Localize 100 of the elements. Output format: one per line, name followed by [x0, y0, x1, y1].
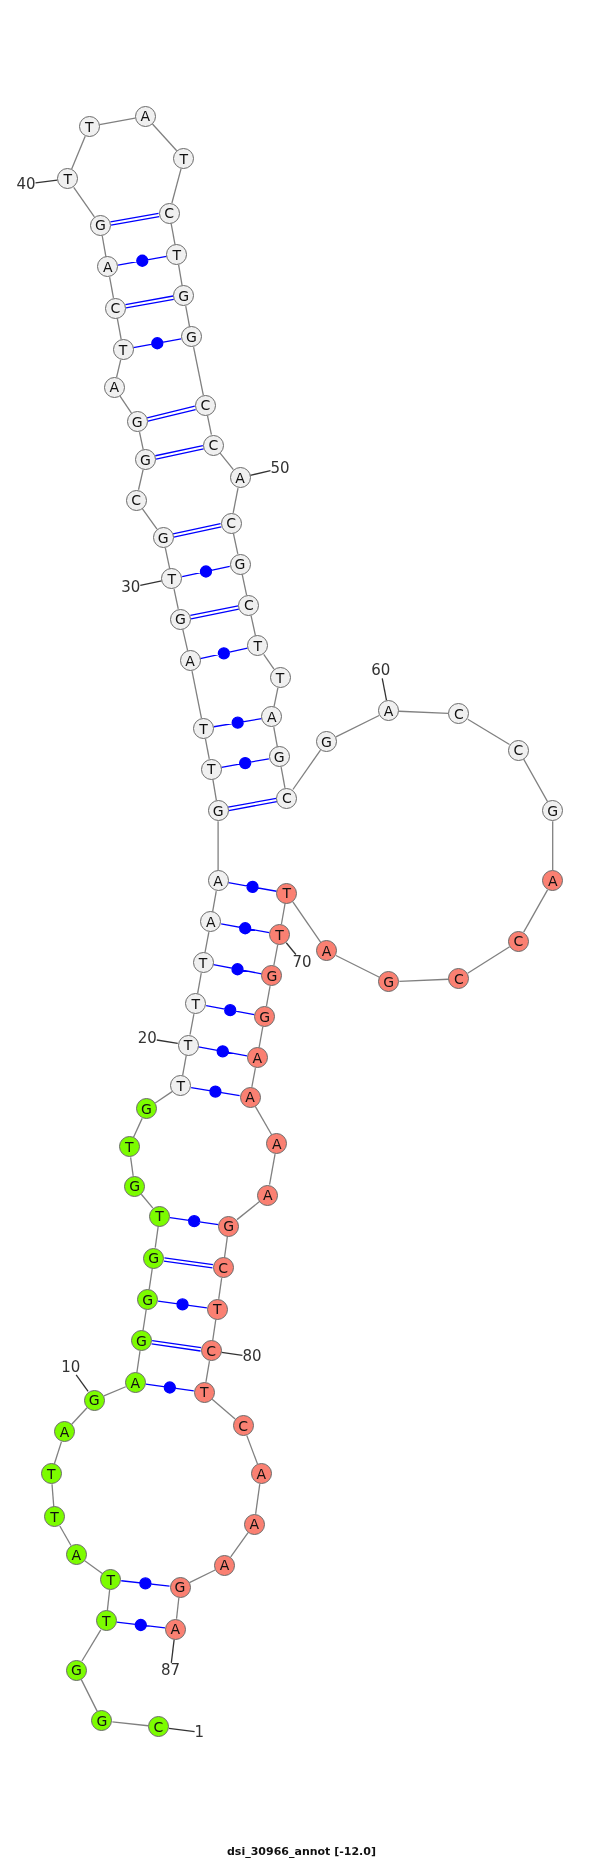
nucleotide-circle: G: [254, 1006, 276, 1027]
position-number: 30: [121, 579, 141, 595]
backbone-line: [217, 820, 219, 871]
base-pair-line: [154, 444, 205, 460]
nucleotide-circle: G: [378, 971, 400, 993]
nucleotide-circle: A: [207, 870, 229, 892]
position-number: 70: [292, 954, 312, 970]
backbone-line: [136, 1350, 141, 1373]
nucleotide-circle: T: [269, 667, 291, 689]
backbone-line: [138, 431, 144, 450]
backbone-line: [212, 1318, 217, 1342]
base-pair-line: [117, 254, 168, 267]
nucleotide-circle: G: [66, 1659, 87, 1681]
nucleotide-circle: A: [124, 1372, 146, 1394]
leader-line: [75, 1374, 89, 1393]
backbone-line: [154, 1091, 173, 1104]
backbone-line: [111, 1721, 149, 1727]
backbone-line: [170, 222, 176, 245]
backbone-line: [292, 749, 322, 791]
nucleotide-circle: T: [78, 116, 100, 137]
nucleotide-circle: T: [166, 244, 188, 266]
nucleotide-circle: T: [177, 1034, 199, 1056]
base-pair-line: [220, 922, 270, 935]
nucleotide-circle: G: [169, 608, 191, 630]
backbone-line: [523, 889, 549, 933]
nucleotide-circle: T: [247, 635, 269, 657]
nucleotide-circle: T: [206, 1298, 228, 1320]
backbone-line: [212, 778, 218, 802]
backbone-line: [148, 1267, 153, 1290]
backbone-line: [132, 1117, 143, 1138]
position-number: 87: [160, 1662, 180, 1678]
base-pair-line: [124, 295, 175, 309]
backbone-line: [205, 1360, 211, 1383]
base-pair-line: [172, 523, 222, 538]
position-number: 1: [194, 1724, 205, 1740]
position-number: 60: [371, 663, 391, 679]
nucleotide-circle: A: [134, 105, 156, 127]
nucleotide-circle: G: [83, 1389, 105, 1411]
nucleotide-circle: G: [131, 1330, 152, 1352]
backbone-line: [273, 944, 279, 967]
base-pair-line: [146, 405, 197, 422]
nucleotide-circle: T: [200, 758, 222, 780]
backbone-line: [204, 931, 210, 954]
base-pair-line: [199, 647, 249, 660]
backbone-line: [178, 264, 183, 287]
leader-line: [285, 942, 297, 956]
nucleotide-circle: T: [57, 168, 79, 190]
backbone-line: [258, 1026, 264, 1048]
backbone-line: [212, 890, 217, 913]
nucleotide-circle: G: [173, 285, 195, 307]
base-pair-line: [115, 1618, 166, 1632]
nucleotide-circle: C: [203, 434, 224, 456]
backbone-line: [232, 532, 239, 555]
base-pair-line: [220, 756, 270, 770]
base-pair-line: [205, 1004, 255, 1017]
backbone-line: [273, 687, 279, 708]
backbone-line: [141, 507, 158, 530]
nucleotide-circle: G: [181, 326, 202, 348]
base-pair-line: [181, 565, 231, 578]
backbone-line: [164, 547, 171, 570]
backbone-line: [71, 135, 86, 170]
backbone-line: [151, 123, 178, 152]
backbone-line: [254, 1105, 273, 1136]
nucleotide-circle: C: [276, 787, 298, 809]
nucleotide-circle: A: [378, 700, 399, 722]
base-pair-line: [189, 605, 240, 620]
base-pair-line: [169, 1215, 220, 1228]
base-pair-line: [212, 963, 263, 976]
backbone-line: [53, 1441, 63, 1465]
position-number: 20: [137, 1031, 157, 1046]
nucleotide-circle: T: [161, 568, 183, 590]
backbone-line: [73, 186, 96, 218]
backbone-line: [188, 1569, 216, 1584]
base-pair-line: [145, 1381, 195, 1394]
nucleotide-circle: C: [448, 703, 470, 725]
backbone-line: [51, 1483, 55, 1508]
nucleotide-circle: A: [229, 467, 251, 489]
backbone-line: [142, 1309, 147, 1332]
backbone-line: [236, 1200, 261, 1221]
backbone-line: [130, 1156, 134, 1177]
backbone-line: [552, 820, 554, 871]
backbone-line: [204, 738, 210, 760]
nucleotide-circle: G: [229, 553, 251, 575]
nucleotide-circle: G: [268, 746, 290, 768]
base-pair-line: [109, 212, 160, 226]
backbone-line: [101, 235, 107, 258]
backbone-line: [241, 573, 248, 596]
nucleotide-circle: C: [232, 1415, 254, 1437]
nucleotide-circle: T: [193, 1381, 215, 1403]
nucleotide-circle: A: [243, 1513, 265, 1535]
backbone-line: [175, 1597, 180, 1620]
backbone-line: [106, 1589, 111, 1611]
backbone-line: [154, 1225, 159, 1249]
nucleotide-circle: T: [100, 1569, 122, 1591]
leader-line: [170, 1638, 175, 1664]
backbone-line: [185, 305, 191, 328]
leader-line: [34, 179, 58, 184]
position-number: 40: [16, 176, 36, 192]
backbone-line: [335, 714, 380, 738]
nucleotide-circle: G: [316, 731, 337, 752]
